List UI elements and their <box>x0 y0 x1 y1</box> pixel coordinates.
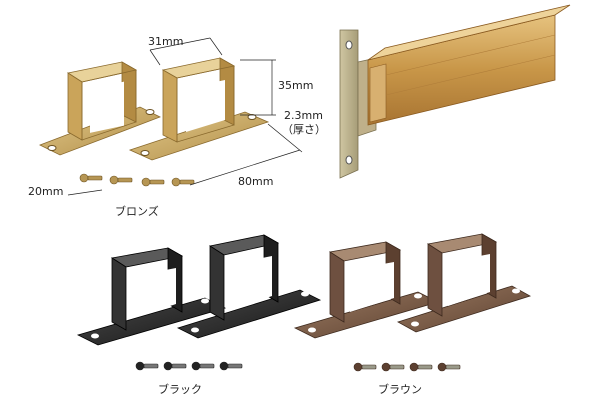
bronze-bracket-set <box>39 37 303 196</box>
dim-depth-label: 20mm <box>28 185 64 198</box>
black-bracket-set <box>76 234 322 371</box>
dim-length-label: 80mm <box>238 175 274 188</box>
variant-label-black: ブラック <box>158 383 202 396</box>
variant-label-bronze: ブロンズ <box>115 205 159 218</box>
brown-bracket-set <box>293 233 532 372</box>
dim-thickness-note: （厚さ） <box>282 123 326 136</box>
dim-width-label: 31mm <box>148 35 184 48</box>
bronze-bracket-front <box>128 57 270 161</box>
brown-screws <box>353 362 461 372</box>
rail-installation <box>339 4 571 179</box>
bronze-bracket-back <box>39 61 161 156</box>
dim-thickness-label: 2.3mm <box>284 109 323 122</box>
dim-height-label: 35mm <box>278 79 314 92</box>
dimension-lines <box>67 37 303 196</box>
black-bracket-back <box>76 247 227 346</box>
bronze-screws <box>79 173 195 187</box>
black-bracket-front <box>176 234 322 339</box>
brown-bracket-front <box>396 233 532 333</box>
variant-label-brown: ブラウン <box>378 383 422 396</box>
brown-bracket-back <box>293 241 440 339</box>
black-screws <box>135 361 243 371</box>
